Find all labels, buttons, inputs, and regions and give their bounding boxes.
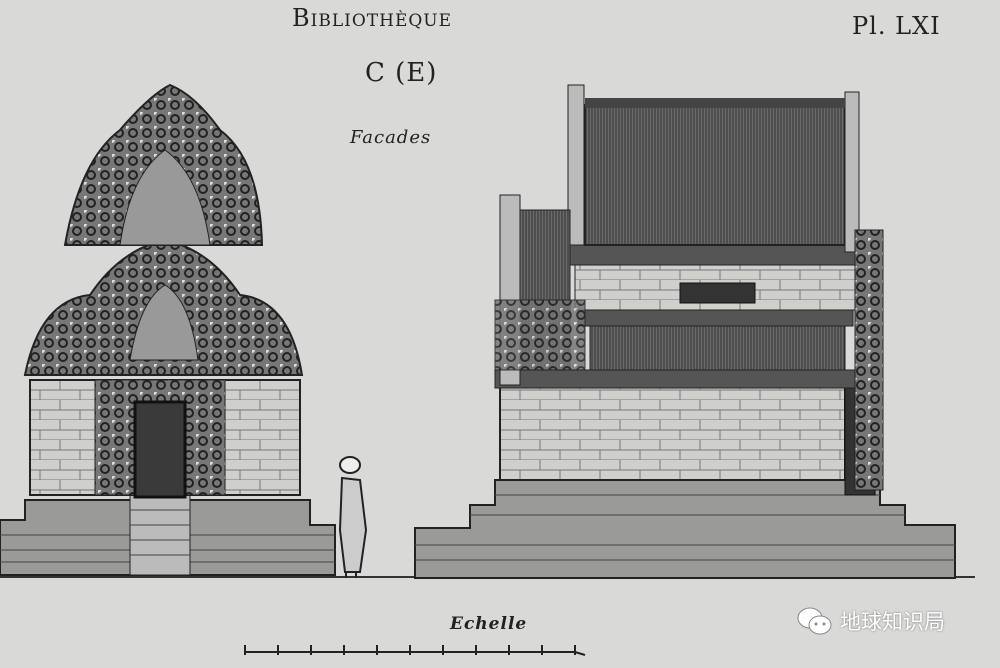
scale-label: Echelle [450, 614, 528, 634]
wechat-icon [797, 607, 832, 635]
scale-bar [244, 645, 586, 656]
plate-number: Pl. LXI [852, 12, 941, 40]
human-figure [338, 456, 368, 578]
shrine-facade [0, 83, 336, 576]
library-facade [414, 84, 956, 579]
watermark-text: 地球知识局 [840, 610, 945, 634]
plate-title: Bibliothèque [292, 4, 453, 32]
plate-subtitle: C (E) [365, 58, 438, 88]
watermark: 地球知识局 [796, 606, 945, 636]
plate-caption: Facades [350, 127, 432, 148]
